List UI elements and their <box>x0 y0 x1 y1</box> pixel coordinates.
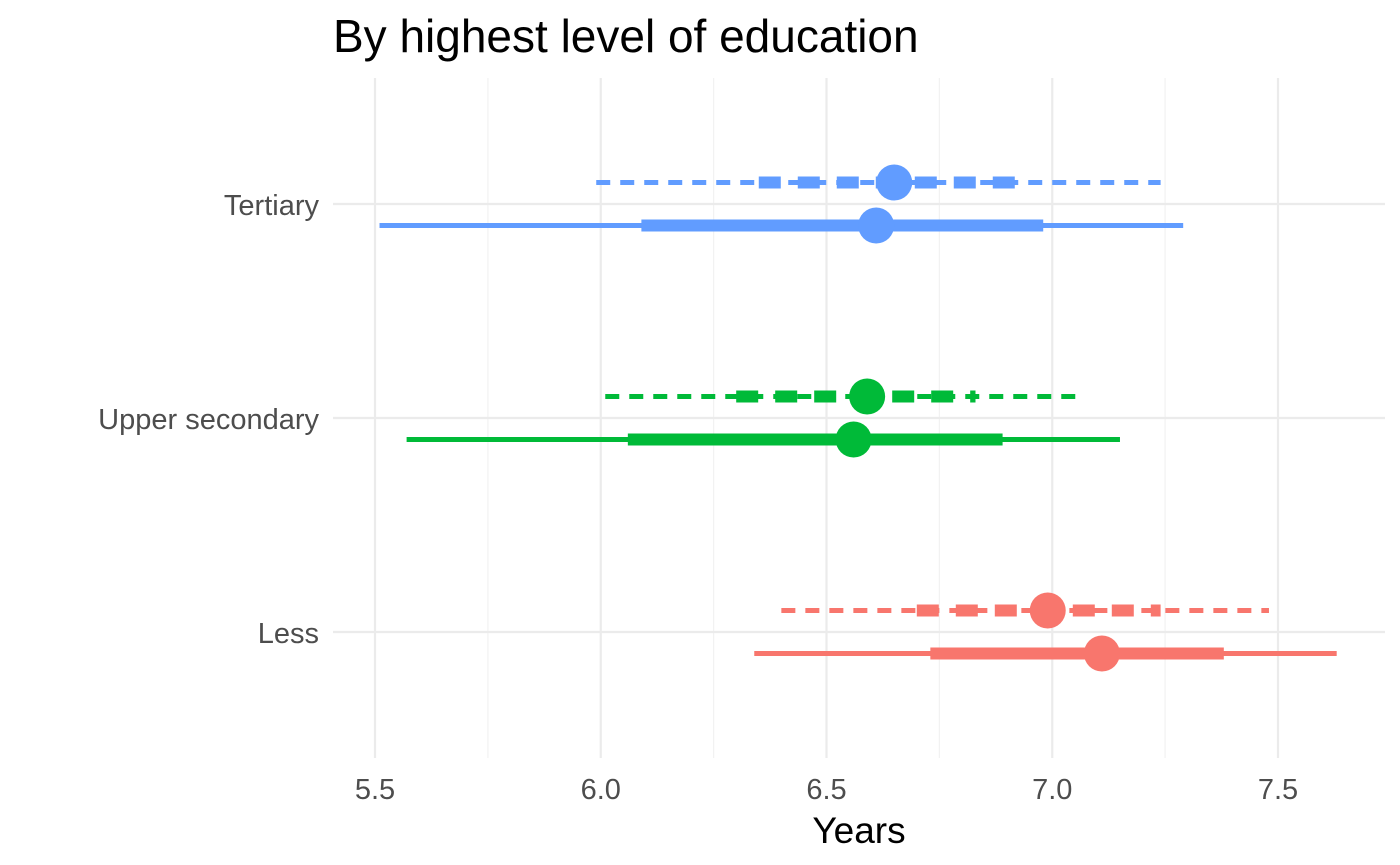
y-tick-label: Upper secondary <box>98 404 319 436</box>
x-axis-title: Years <box>812 810 905 851</box>
point-estimate-solid <box>858 207 895 244</box>
x-tick-label: 5.5 <box>355 774 395 806</box>
y-tick-label: Tertiary <box>224 190 320 222</box>
x-tick-label: 6.5 <box>806 774 846 806</box>
x-tick-label: 7.5 <box>1258 774 1298 806</box>
x-tick-label: 6.0 <box>581 774 621 806</box>
point-estimate-dashed <box>876 164 913 201</box>
interval-marks <box>379 164 1337 672</box>
chart-title: By highest level of education <box>333 10 919 62</box>
point-estimate-solid <box>1083 635 1120 672</box>
point-estimate-dashed <box>849 378 886 415</box>
grid <box>333 78 1385 758</box>
point-estimate-solid <box>835 421 872 458</box>
x-tick-label: 7.0 <box>1032 774 1072 806</box>
y-tick-label: Less <box>258 618 319 650</box>
point-estimate-dashed <box>1029 592 1066 629</box>
